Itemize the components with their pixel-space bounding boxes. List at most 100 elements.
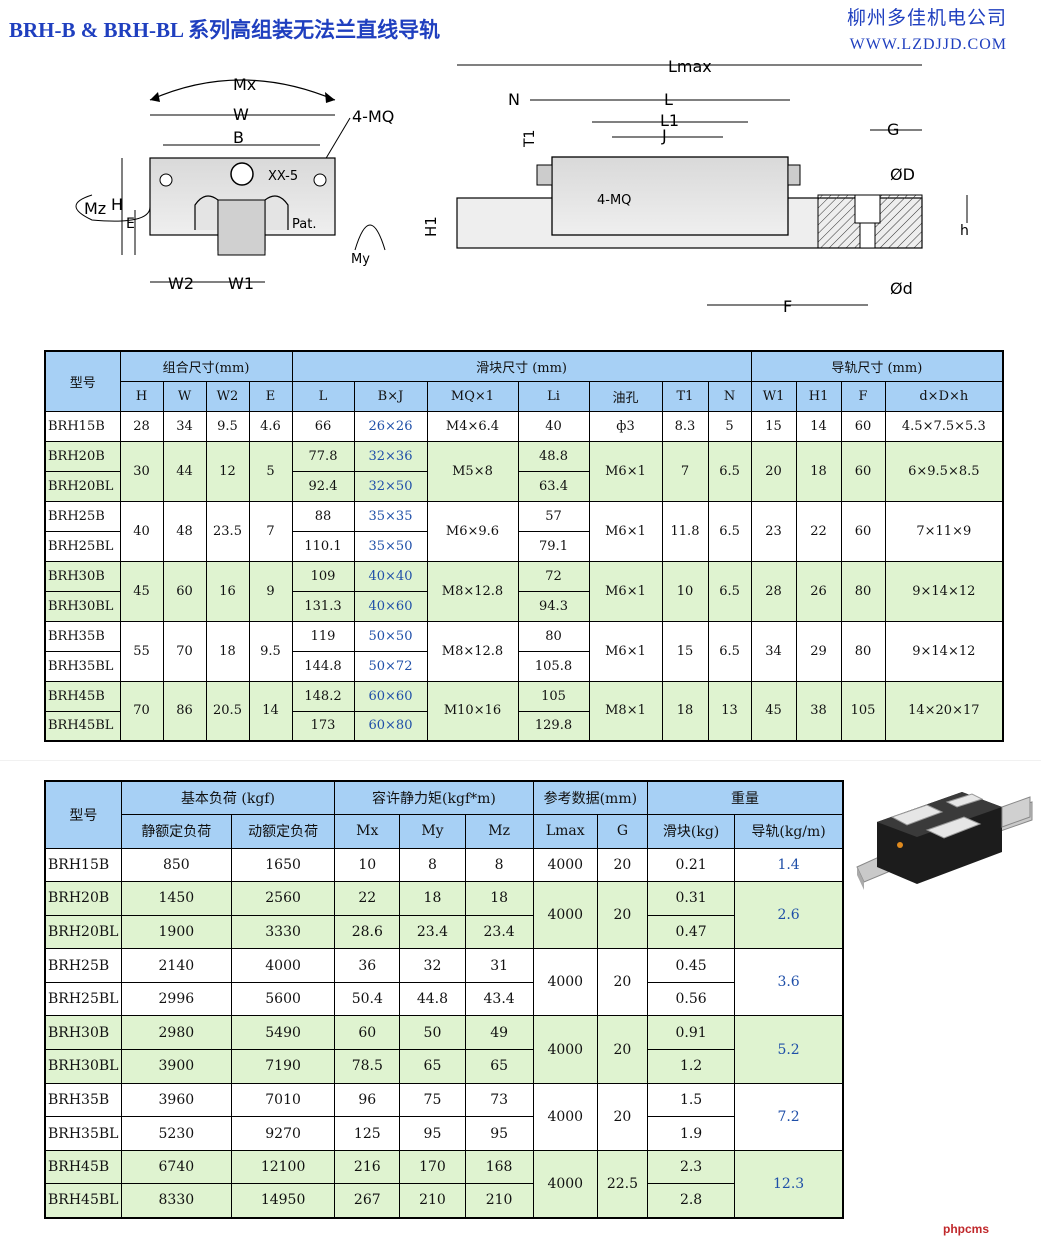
label-n: N (508, 90, 520, 109)
table-cell: 66 (291, 410, 355, 442)
table-cell: 57 (517, 500, 590, 532)
table-cell: 0.31 (646, 881, 736, 916)
col-g: G (596, 813, 648, 849)
table-cell: 6.5 (707, 500, 752, 562)
table-cell: 1.4 (734, 847, 844, 883)
table-cell: 26×26 (353, 410, 428, 442)
table-cell: 1.9 (646, 1116, 736, 1151)
table-cell: BRH30B (44, 1015, 122, 1051)
table-cell: 2.8 (646, 1183, 736, 1219)
table-cell: 18 (464, 881, 534, 916)
col-model: 型号 (44, 350, 121, 412)
table-cell: M4×6.4 (426, 410, 519, 442)
table-cell: 1900 (120, 914, 232, 950)
table-cell: 45 (119, 560, 164, 622)
table-cell: 0.47 (646, 914, 736, 950)
table-cell: 10 (661, 560, 709, 622)
table-cell: 850 (120, 847, 232, 883)
table-cell: 1450 (120, 881, 232, 916)
table-cell: 40×60 (353, 590, 428, 622)
label-4mq-side: 4-MQ (597, 193, 631, 208)
label-e: E (126, 216, 135, 232)
table-cell: 29 (795, 620, 842, 682)
table-cell: 20 (596, 1015, 648, 1084)
table-cell: 6740 (120, 1149, 232, 1185)
table-cell: 95 (399, 1116, 466, 1151)
group-weight: 重量 (646, 780, 844, 815)
label-j: J (661, 126, 667, 145)
table-cell: 32 (399, 948, 466, 983)
table-cell: 5490 (230, 1015, 336, 1051)
table-cell: 1650 (230, 847, 336, 883)
table-cell: 0.45 (646, 948, 736, 983)
table-cell: 109 (291, 560, 355, 592)
table-cell: 9.5 (205, 410, 250, 442)
table-cell: 110.1 (291, 530, 355, 562)
table-cell: 80 (840, 560, 886, 622)
table-cell: 5230 (120, 1116, 232, 1151)
table-cell: 15 (661, 620, 709, 682)
col-bxj: B×J (353, 380, 428, 412)
table-cell: BRH15B (44, 847, 122, 883)
table-cell: 0.21 (646, 847, 736, 883)
table-cell: BRH35B (44, 1082, 122, 1118)
table-cell: 55 (119, 620, 164, 682)
table-cell: 40×40 (353, 560, 428, 592)
table-cell: BRH20B (44, 881, 122, 916)
table-cell: BRH45B (44, 1149, 122, 1185)
table-cell: 18 (399, 881, 466, 916)
table-cell: 14 (795, 410, 842, 442)
table-cell: BRH35BL (44, 650, 121, 682)
col-w2: W2 (205, 380, 250, 412)
table-cell: BRH30BL (44, 590, 121, 622)
table-cell: 7 (661, 440, 709, 502)
table-cell: 22 (795, 500, 842, 562)
table-cell: 20 (596, 1082, 648, 1151)
table-cell: 170 (399, 1149, 466, 1185)
table-cell: 60 (334, 1015, 401, 1051)
table-cell: 0.56 (646, 981, 736, 1017)
col-h1: H1 (795, 380, 842, 412)
table-cell: 35×35 (353, 500, 428, 532)
table-cell: 12.3 (734, 1149, 844, 1219)
table-cell: BRH15B (44, 410, 121, 442)
table-cell: 18 (205, 620, 250, 682)
table-cell: BRH45BL (44, 1183, 122, 1219)
col-mx: Mx (334, 813, 401, 849)
col-t1: T1 (661, 380, 709, 412)
table-cell: 13 (707, 680, 752, 742)
table-cell: 105.8 (517, 650, 590, 682)
label-f: F (783, 297, 792, 316)
col-w1: W1 (750, 380, 797, 412)
table-cell: M8×1 (588, 680, 663, 742)
label-b: B (233, 128, 244, 147)
table-cell: 23.4 (399, 914, 466, 950)
col-static-load: 静额定负荷 (120, 813, 232, 849)
table-cell: ф3 (588, 410, 663, 442)
label-lmax: Lmax (668, 57, 712, 76)
table-cell: BRH45BL (44, 710, 121, 742)
company-url[interactable]: WWW.LZDJJD.COM (849, 36, 1007, 53)
table-cell: 32×36 (353, 440, 428, 472)
table-cell: 48.8 (517, 440, 590, 472)
table-cell: 148.2 (291, 680, 355, 712)
table-cell: BRH25BL (44, 981, 122, 1017)
table-cell: 144.8 (291, 650, 355, 682)
table-cell: 5.2 (734, 1015, 844, 1084)
label-mx: Mx (233, 75, 256, 94)
table-cell: 2980 (120, 1015, 232, 1051)
table-cell: 4000 (230, 948, 336, 983)
table-cell: 210 (464, 1183, 534, 1219)
table-cell: 95 (464, 1116, 534, 1151)
table-cell: 78.5 (334, 1049, 401, 1084)
table-cell: 45 (750, 680, 797, 742)
table-cell: 3960 (120, 1082, 232, 1118)
